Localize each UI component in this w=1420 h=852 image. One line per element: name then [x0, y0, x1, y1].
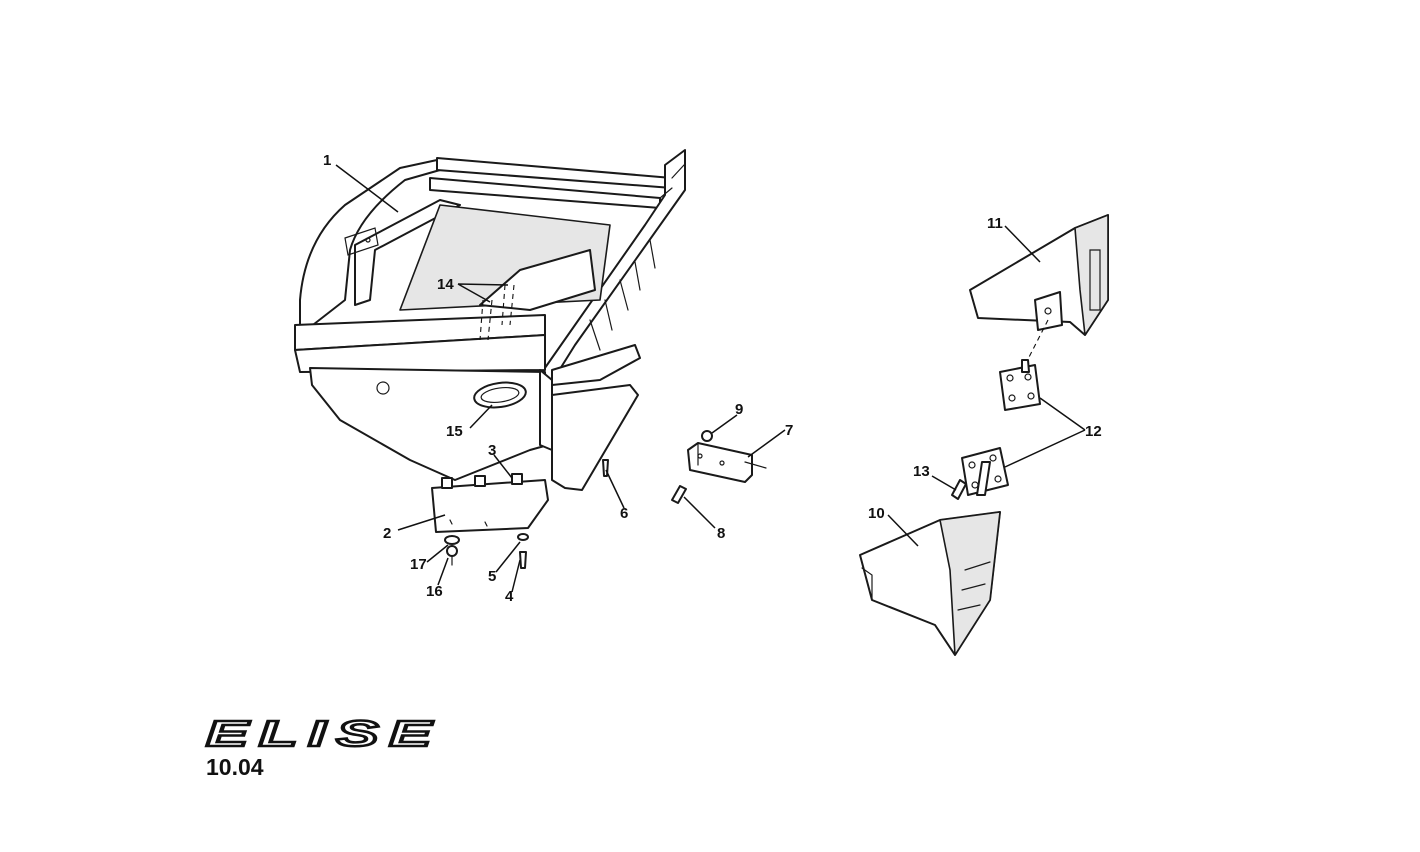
part-5-washer [517, 533, 529, 541]
callout-11: 11 [987, 215, 1003, 232]
part-12-upper-plate [999, 359, 1041, 411]
part-4-screw [519, 551, 527, 569]
callout-5: 5 [488, 568, 496, 585]
logo-wordmark: ELISE [206, 713, 442, 754]
callout-9: 9 [735, 401, 743, 418]
callout-16: 16 [426, 583, 443, 600]
callout-1: 1 [323, 152, 331, 169]
part-1-rear-subframe [294, 149, 686, 491]
part-11-upper-duct [969, 214, 1109, 366]
part-14-dashed-clips [479, 284, 515, 341]
page-reference: 10.04 [206, 754, 264, 780]
callout-2: 2 [383, 525, 391, 542]
callout-7: 7 [785, 422, 793, 439]
part-8-pin [671, 485, 687, 504]
part-17-washer [444, 535, 460, 545]
part-15-oval-grommet [473, 381, 527, 409]
callout-8: 8 [717, 525, 725, 542]
callout-17: 17 [410, 556, 427, 573]
part-9-nut [701, 430, 713, 442]
leader-lines [335, 164, 1086, 593]
elise-logo: ELISE [205, 712, 442, 756]
part-3-brackets [441, 473, 523, 489]
part-7-bracket [687, 442, 767, 483]
callout-6: 6 [620, 505, 628, 522]
callout-4: 4 [505, 588, 514, 605]
callout-15: 15 [446, 423, 463, 440]
callout-10: 10 [868, 505, 885, 522]
callout-12: 12 [1085, 423, 1102, 440]
part-16-bolt [446, 545, 458, 566]
part-10-lower-duct [859, 511, 1001, 656]
callout-14: 14 [437, 276, 454, 293]
callout-3: 3 [488, 442, 496, 459]
part-2-under-tray [431, 479, 549, 533]
part-13-pin [951, 479, 967, 500]
callout-13: 13 [913, 463, 930, 480]
callout-labels: 1 2 3 4 5 6 7 8 9 10 11 12 13 14 15 16 1… [323, 152, 1102, 605]
part-12-lower-plate [961, 447, 1009, 496]
